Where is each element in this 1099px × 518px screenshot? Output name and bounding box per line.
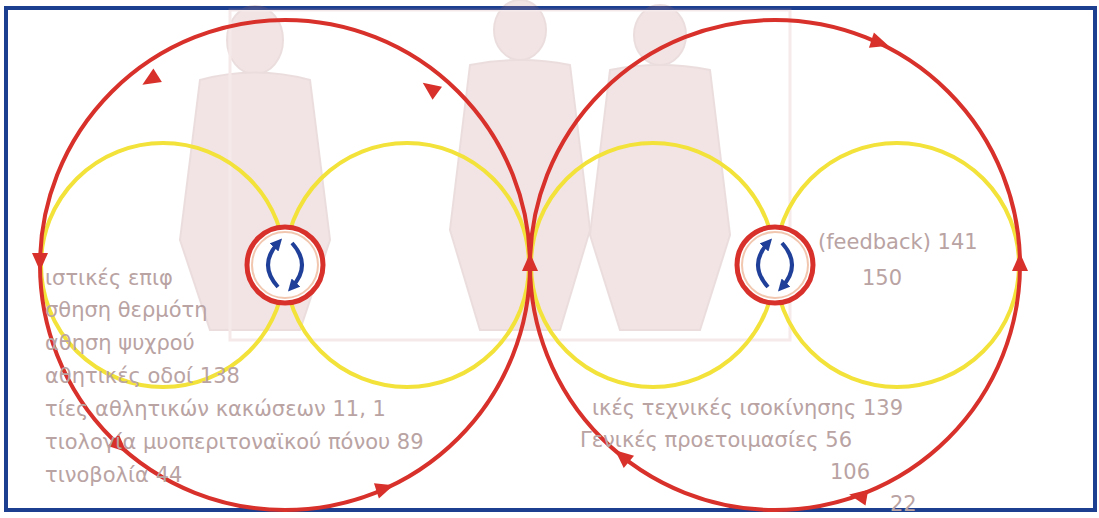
red-circles — [40, 20, 1020, 510]
frame — [6, 8, 1095, 510]
watermark-text: (feedback) 141 — [818, 232, 978, 253]
watermark-text: ιστικές επιφ — [45, 268, 173, 289]
watermark-text: τινοβολία 44 — [45, 465, 182, 486]
flow-arrowheads — [32, 33, 1028, 506]
watermark-text: 150 — [862, 268, 902, 289]
watermark-text: Γενικές προετοιμασίες 56 — [580, 430, 852, 451]
watermark-text: τίες αθλητικών κακώσεων 11, 1 — [45, 399, 386, 420]
watermark-text: αθητικές οδοί 138 — [45, 366, 240, 387]
watermark-text: σθηση θερμότη — [45, 300, 207, 321]
watermark-text: ικές τεχνικές ισοκίνησης 139 — [592, 398, 903, 419]
rotation-ring — [737, 227, 813, 303]
watermark-text: αθηση ψυχρού — [45, 333, 195, 354]
watermark-text: 22 — [890, 494, 917, 515]
watermark-text: 106 — [830, 462, 870, 483]
watermark-text: τιολογία μυοπεριτοναϊκού πόνου 89 — [45, 432, 424, 453]
yellow-circles — [41, 143, 1019, 387]
rotation-ring — [247, 227, 323, 303]
